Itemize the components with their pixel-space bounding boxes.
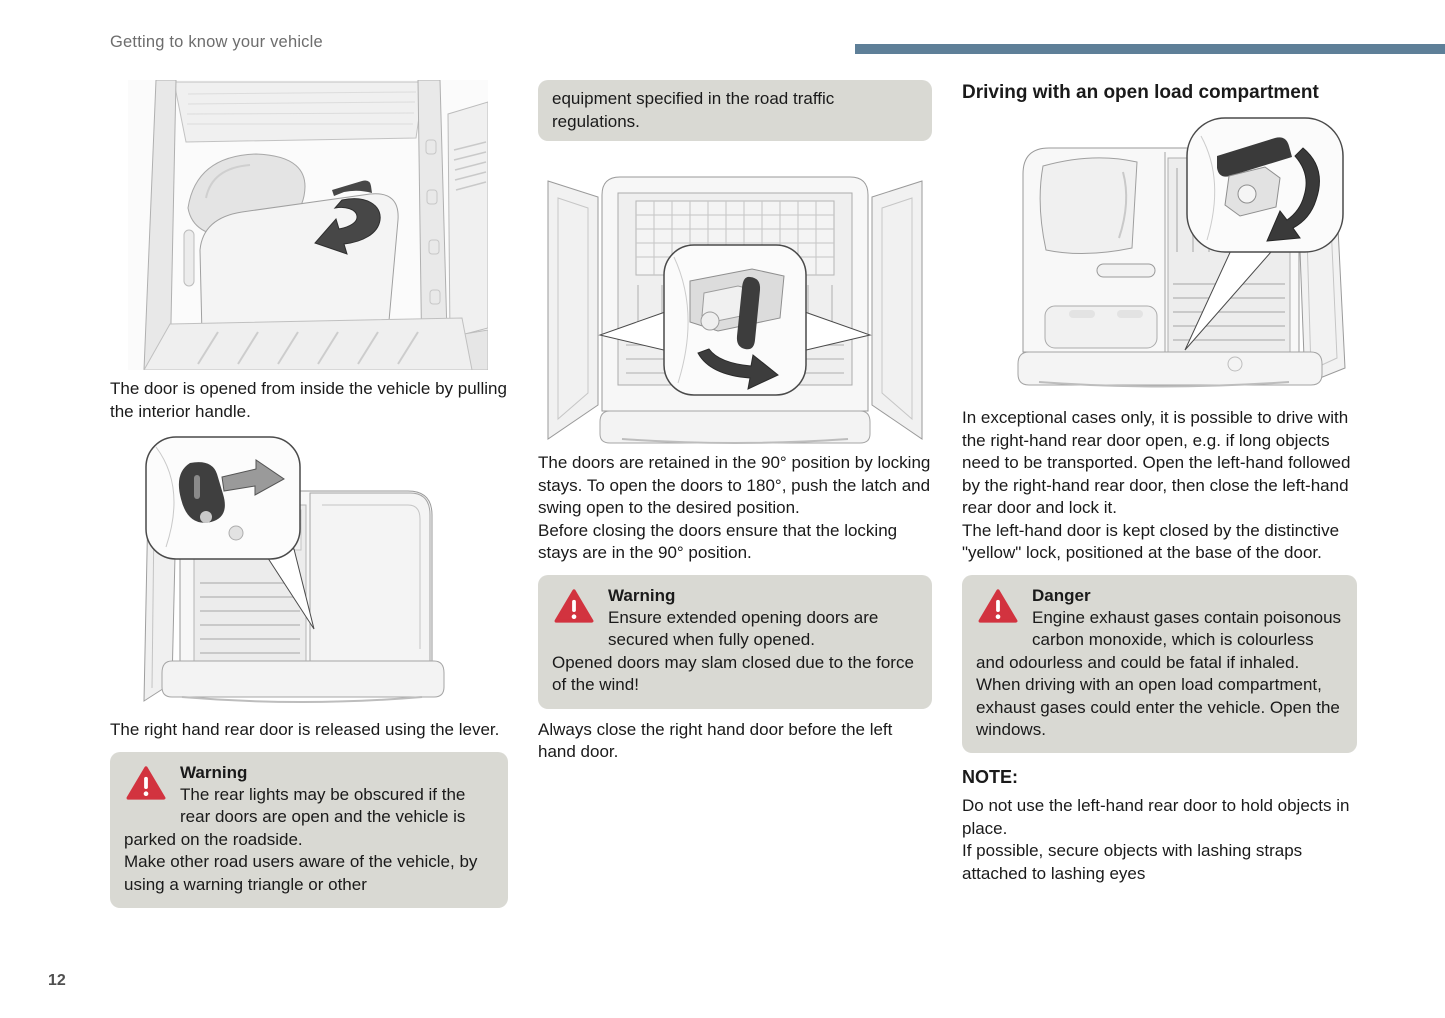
open-load-compartment-illustration bbox=[1017, 117, 1346, 388]
note-line: Do not use the left-hand rear door to ho… bbox=[962, 796, 1350, 838]
middle-paragraph: The doors are retained in the 90° positi… bbox=[538, 453, 931, 517]
caption-interior-handle: The door is opened from inside the vehic… bbox=[110, 379, 507, 421]
danger-box-exhaust-gases: Danger Engine exhaust gases contain pois… bbox=[962, 574, 1357, 754]
header-accent-bar bbox=[855, 44, 1445, 54]
warning-box-extended-doors: Warning Ensure extended opening doors ar… bbox=[538, 574, 932, 709]
warning-text-line: Ensure extended opening doors are secure… bbox=[608, 607, 879, 650]
danger-text-line: Engine exhaust gases contain poisonous c… bbox=[976, 607, 1342, 672]
caption-rear-door-lever: The right hand rear door is released usi… bbox=[110, 720, 500, 739]
column-right: Driving with an open load compartment bbox=[962, 80, 1357, 885]
warning-text-line: Opened doors may slam closed due to the … bbox=[552, 652, 914, 695]
middle-body-text: The doors are retained in the 90° positi… bbox=[538, 452, 932, 565]
right-paragraph: The left-hand door is kept closed by the… bbox=[962, 520, 1340, 563]
warning-triangle-icon bbox=[126, 765, 166, 802]
warning-triangle-icon bbox=[554, 588, 594, 625]
interior-door-handle-illustration bbox=[128, 80, 488, 370]
doors-open-90-illustration bbox=[547, 176, 923, 444]
middle-paragraph: Before closing the doors ensure that the… bbox=[538, 520, 898, 563]
page-number: 12 bbox=[48, 972, 66, 989]
danger-text-line: When driving with an open load compartme… bbox=[976, 675, 1340, 739]
section-heading-open-load: Driving with an open load compartment bbox=[962, 82, 1319, 103]
note-line: If possible, secure objects with lashing… bbox=[962, 841, 1303, 883]
right-body-text: In exceptional cases only, it is possibl… bbox=[962, 407, 1357, 565]
right-paragraph: In exceptional cases only, it is possibl… bbox=[962, 408, 1351, 517]
note-body: Do not use the left-hand rear door to ho… bbox=[962, 795, 1357, 885]
warning-continuation-text: equipment specified in the road traffic … bbox=[552, 89, 835, 131]
column-left: The door is opened from inside the vehic… bbox=[110, 80, 508, 908]
warning-continuation-box: equipment specified in the road traffic … bbox=[538, 80, 932, 141]
danger-triangle-icon bbox=[978, 588, 1018, 625]
rear-door-lever-illustration bbox=[143, 436, 445, 703]
warning-text-line: The rear lights may be obscured if the r… bbox=[124, 784, 466, 849]
danger-title: Danger bbox=[1032, 585, 1091, 605]
content-columns: The door is opened from inside the vehic… bbox=[110, 80, 1357, 908]
warning-title: Warning bbox=[608, 585, 676, 605]
page-title: Getting to know your vehicle bbox=[110, 33, 323, 51]
warning-box-rear-lights: Warning The rear lights may be obscured … bbox=[110, 751, 508, 908]
warning-text-line: Make other road users aware of the vehic… bbox=[124, 852, 478, 894]
middle-footer-text: Always close the right hand door before … bbox=[538, 719, 893, 762]
column-middle: equipment specified in the road traffic … bbox=[538, 80, 932, 764]
warning-title: Warning bbox=[180, 762, 248, 782]
note-heading: NOTE: bbox=[962, 767, 1018, 788]
